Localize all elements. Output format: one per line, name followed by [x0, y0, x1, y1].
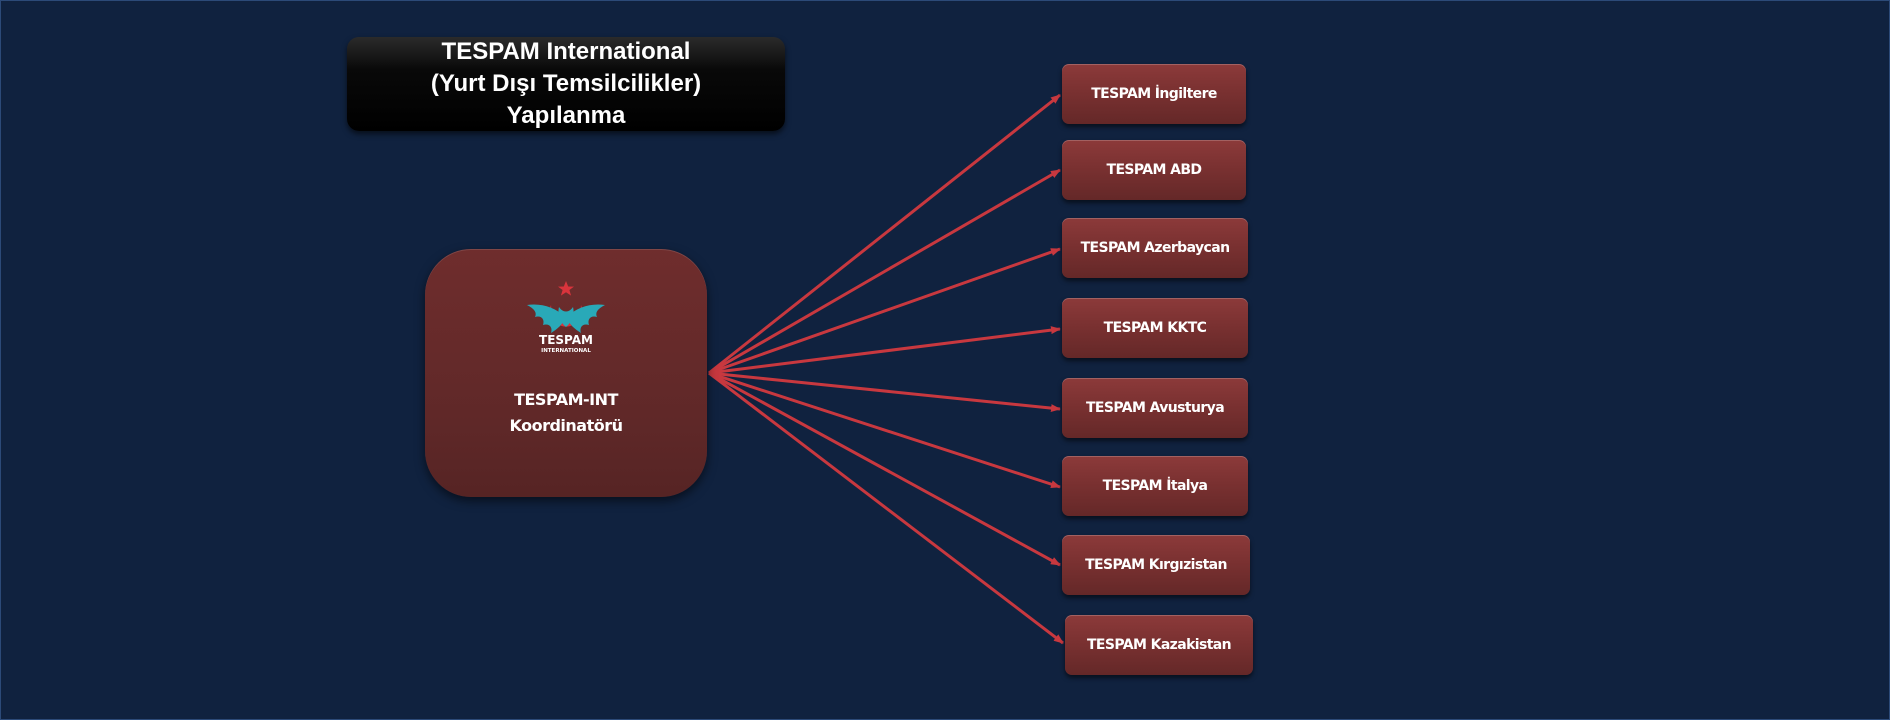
tespam-international-logo: TESPAM INTERNATIONAL [527, 281, 605, 354]
coordinator-label-line-1: TESPAM-INT [514, 390, 618, 409]
node-tespam-azerbaycan: TESPAM Azerbaycan [1062, 218, 1248, 278]
arrow-to-kazakistan [708, 371, 1064, 645]
logo-subtext: INTERNATIONAL [541, 348, 591, 354]
node-tespam-abd: TESPAM ABD [1062, 140, 1246, 200]
logo-star-icon [558, 281, 574, 296]
node-tespam-ingiltere: TESPAM İngiltere [1062, 64, 1246, 124]
coordinator-node: TESPAM INTERNATIONAL TESPAM-INT Koordina… [425, 249, 707, 497]
arrow-to-kirgizistan [708, 371, 1061, 567]
arrow-to-italya [708, 371, 1061, 489]
node-tespam-kktc: TESPAM KKTC [1062, 298, 1248, 358]
coordinator-label-line-2: Koordinatörü [509, 416, 623, 435]
arrow-to-abd [708, 168, 1061, 375]
arrow-to-azerbaycan [708, 247, 1061, 375]
logo-right-wing-icon [567, 304, 605, 333]
node-tespam-italya: TESPAM İtalya [1062, 456, 1248, 516]
arrow-to-kktc [708, 326, 1061, 375]
logo-text: TESPAM [539, 333, 593, 347]
node-tespam-kazakistan: TESPAM Kazakistan [1065, 615, 1253, 675]
coordinator-label: TESPAM-INT Koordinatörü [425, 387, 707, 439]
node-tespam-avusturya: TESPAM Avusturya [1062, 378, 1248, 438]
logo-left-wing-icon [527, 304, 565, 333]
title-line-3: Yapılanma [506, 102, 626, 129]
title-box: TESPAM International (Yurt Dışı Temsilci… [347, 37, 785, 131]
logo-body-icon [558, 307, 574, 327]
arrow-to-avusturya [708, 371, 1061, 413]
title-line-1: TESPAM International [441, 38, 691, 65]
title-line-2: (Yurt Dışı Temsilcilikler) [430, 70, 702, 97]
node-tespam-kirgizistan: TESPAM Kırgızistan [1062, 535, 1250, 595]
arrow-to-ingiltere [708, 93, 1061, 375]
